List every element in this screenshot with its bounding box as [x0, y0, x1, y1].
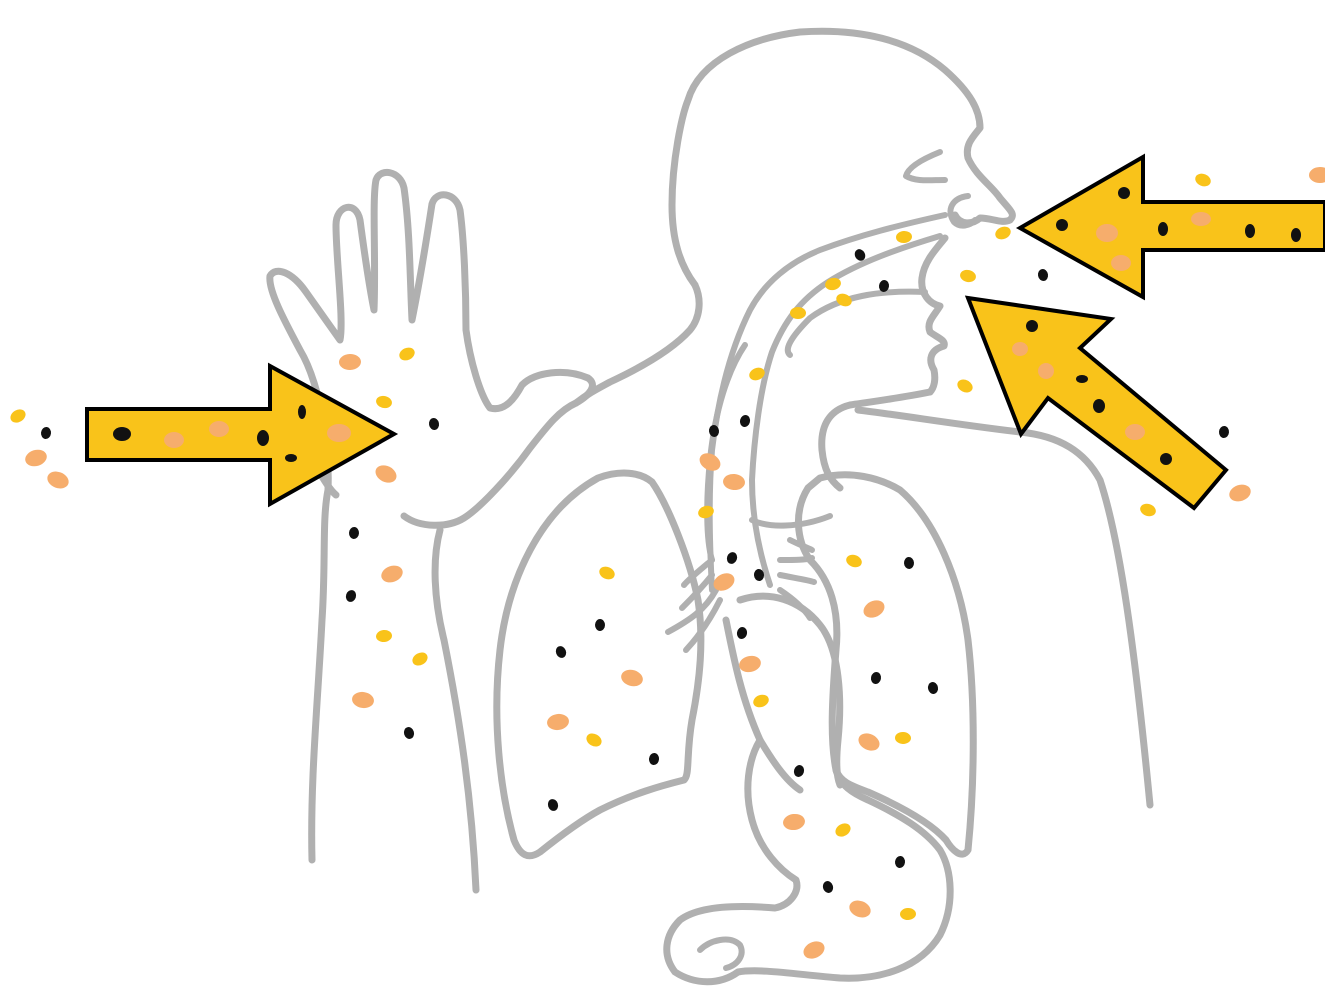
particle-black: [927, 681, 939, 695]
particle-black: [894, 855, 905, 868]
arrow-particle-orange: [1038, 363, 1054, 379]
particle-yellow: [751, 693, 770, 710]
particle-black: [595, 619, 605, 631]
particle-orange: [782, 813, 806, 832]
particle-orange: [1227, 482, 1253, 504]
arrow-particle-black: [1291, 228, 1301, 242]
arrow-particle-black: [1026, 320, 1038, 332]
particle-orange: [1309, 167, 1325, 183]
particle-black: [793, 764, 806, 778]
particle-orange: [847, 898, 873, 921]
arrow-particle-black: [1056, 219, 1068, 231]
arrow-particle-orange: [1191, 212, 1211, 226]
shoulder-outline: [858, 410, 1150, 805]
esophagus-front: [752, 516, 830, 526]
particle-yellow: [375, 629, 392, 643]
particle-black: [428, 417, 440, 431]
hand-outline: [270, 172, 593, 860]
arrow-particle-black: [285, 454, 297, 462]
arrow-particle-orange: [209, 421, 229, 437]
particle-orange: [23, 447, 49, 468]
arrow-particle-orange: [1096, 224, 1118, 242]
duodenum-outline: [700, 940, 742, 968]
particle-yellow: [1139, 502, 1158, 518]
particle-yellow: [397, 345, 417, 363]
arrow-particle-black: [1076, 375, 1088, 383]
particle-yellow: [584, 731, 604, 749]
particle-black: [1219, 426, 1230, 439]
head-outline: [672, 31, 1012, 285]
nasal-airway-2: [752, 236, 940, 585]
particle-yellow: [955, 377, 975, 395]
particle-black: [349, 527, 360, 540]
particle-black: [403, 726, 416, 740]
particle-black: [725, 551, 738, 566]
arrow-particle-black: [1245, 224, 1255, 238]
lung-right-outline: [798, 475, 973, 854]
arrow-particle-black: [1158, 222, 1168, 236]
particle-yellow: [895, 732, 911, 745]
particle-orange: [861, 597, 888, 621]
particle-black: [870, 671, 882, 685]
particle-orange: [351, 691, 375, 710]
arrow-particle-orange: [327, 424, 351, 442]
lung-left-outline: [497, 473, 701, 856]
arrow-particle-orange: [164, 432, 184, 448]
arrow-particle-orange: [1012, 342, 1028, 356]
particle-yellow: [790, 307, 806, 319]
particle-orange: [373, 462, 400, 486]
particle-yellow: [597, 564, 616, 581]
arrow-particle-black: [1093, 399, 1105, 413]
particle-yellow: [410, 650, 430, 668]
arrow-particle-black: [1118, 187, 1130, 199]
particle-black: [648, 753, 659, 766]
nasal-airway-1: [710, 215, 945, 590]
particle-orange: [737, 654, 762, 675]
particle-orange: [546, 713, 570, 732]
particle-yellow: [993, 224, 1012, 241]
particle-yellow: [900, 908, 916, 921]
arrow-particle-orange: [1125, 424, 1145, 440]
particle-yellow: [844, 553, 863, 570]
particle-black: [736, 626, 748, 640]
mouth-outline: [922, 238, 945, 392]
particle-black: [546, 798, 559, 812]
particle-yellow: [375, 394, 393, 409]
particle-black: [554, 645, 568, 660]
arrow-particle-black: [298, 405, 306, 419]
esophagus-outline: [726, 596, 840, 790]
particle-yellow: [1193, 171, 1212, 188]
particle-yellow: [959, 268, 977, 283]
particle-orange: [379, 563, 405, 586]
oral-airway: [788, 292, 925, 355]
eye-outline: [906, 152, 945, 180]
particle-orange: [856, 730, 883, 754]
particle-yellow: [896, 230, 913, 243]
particle-orange: [619, 667, 644, 688]
particle-orange: [45, 469, 71, 492]
arrow-particle-orange: [1111, 255, 1131, 271]
forearm-outline: [435, 530, 476, 890]
particle-orange: [722, 473, 745, 491]
particle-black: [822, 880, 835, 894]
particle-black: [40, 426, 51, 439]
particle-orange: [801, 938, 828, 962]
particle-black: [739, 414, 752, 428]
particle-black: [1037, 268, 1049, 282]
particle-black: [344, 589, 357, 603]
particle-yellow: [833, 821, 853, 839]
particle-black: [904, 557, 915, 570]
particle-yellow: [8, 407, 28, 425]
arrow-particle-black: [113, 427, 131, 441]
particle-orange: [339, 354, 362, 371]
arrow-particle-black: [257, 430, 269, 446]
arrow-particle-black: [1160, 453, 1172, 465]
